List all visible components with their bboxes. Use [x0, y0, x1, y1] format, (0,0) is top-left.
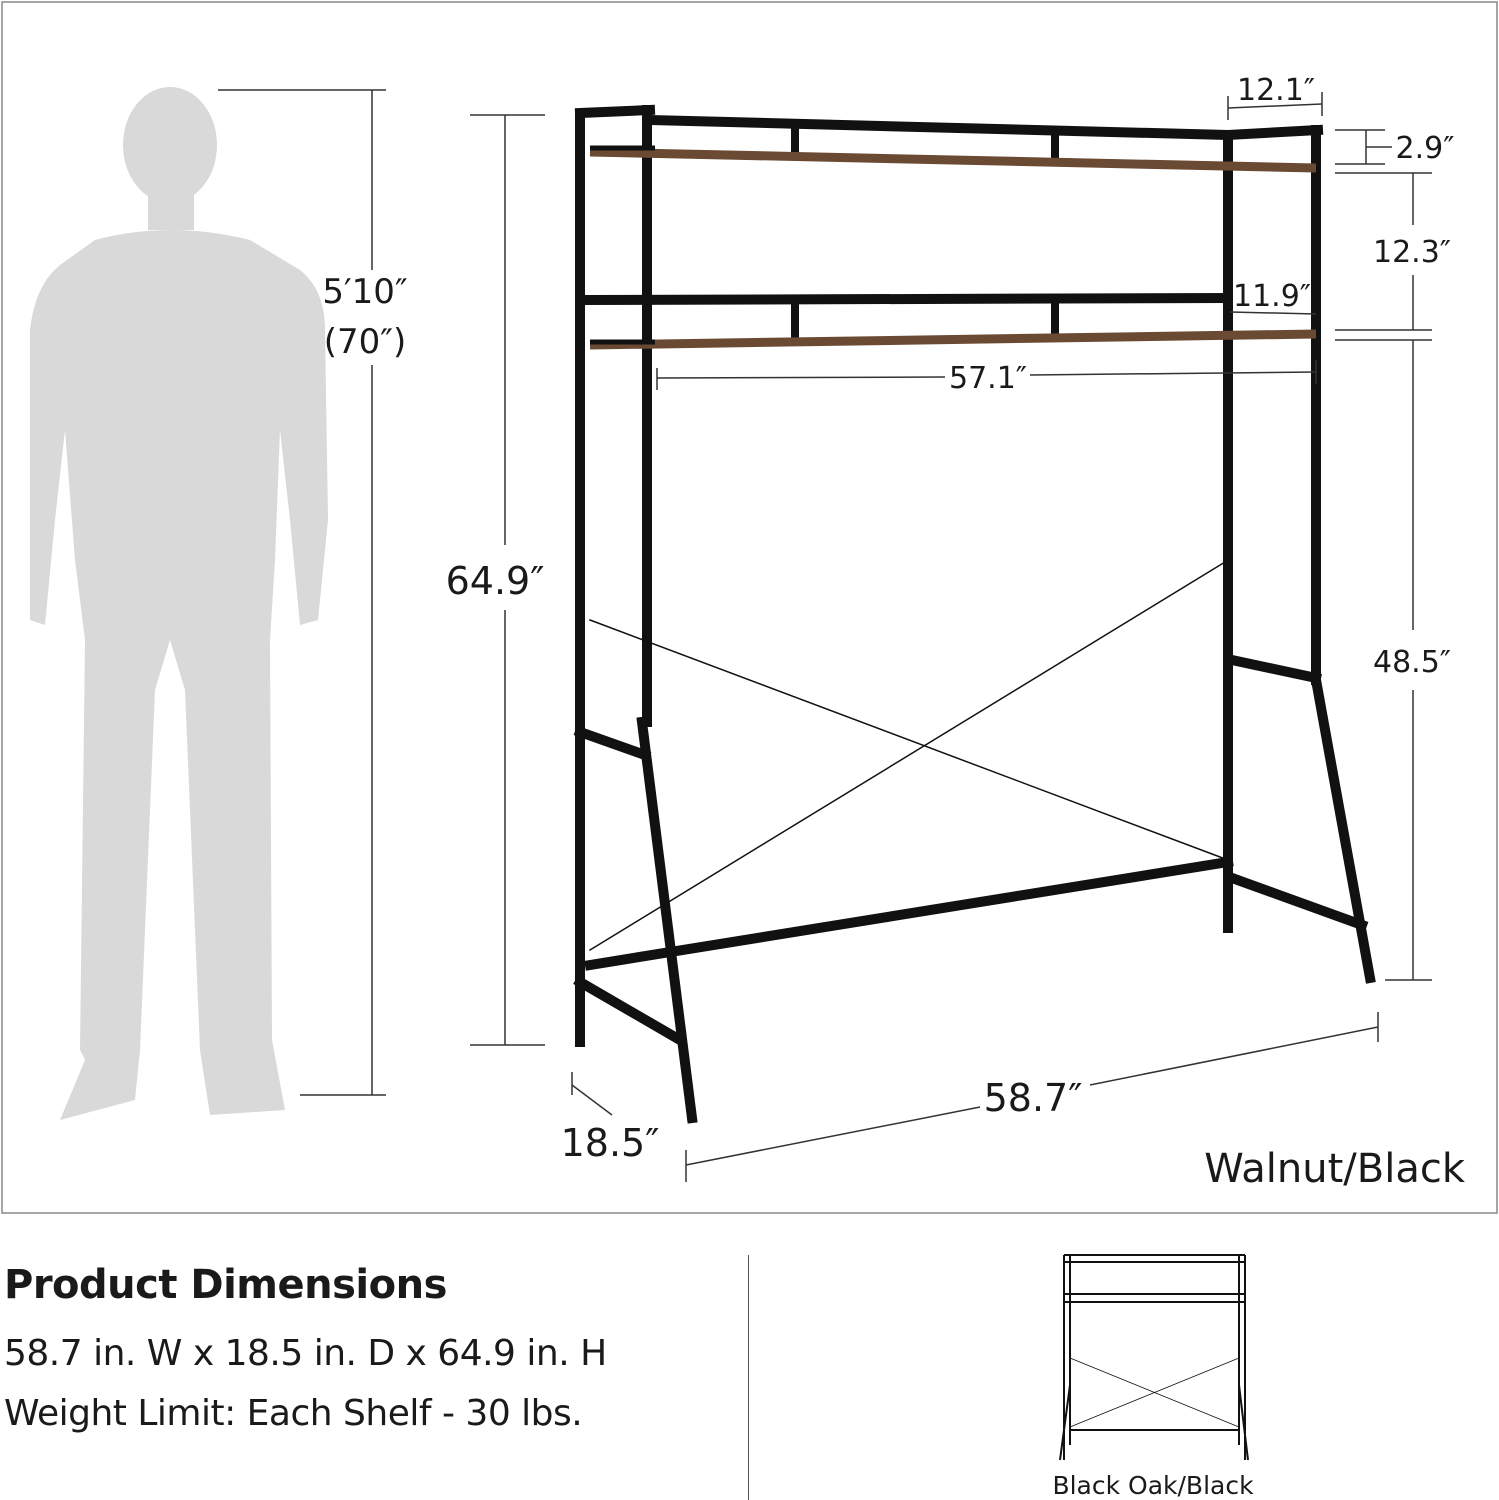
section-divider: [748, 1255, 749, 1500]
product-dimensions-title: Product Dimensions: [4, 1262, 447, 1308]
alt-finish-thumbnail: [1059, 1254, 1249, 1461]
weight-spec: Weight Limit: Each Shelf - 30 lbs.: [4, 1393, 583, 1434]
top-depth-label: 12.1″: [1237, 73, 1315, 108]
top-gap-label: 2.9″: [1396, 131, 1455, 166]
size-spec: 58.7 in. W x 18.5 in. D x 64.9 in. H: [4, 1333, 607, 1374]
diagram-frame: [1, 1, 1498, 1214]
shelf-frame: [573, 104, 1376, 1124]
person-height-feet: 5′10″: [322, 272, 407, 312]
depth-label: 18.5″: [561, 1121, 660, 1165]
width-label: 58.7″: [984, 1076, 1083, 1120]
person-silhouette: [30, 87, 328, 1120]
wood-shelves: [589, 147, 1317, 350]
finish-main-label: Walnut/Black: [1204, 1146, 1466, 1192]
clearance-label: 48.5″: [1373, 645, 1451, 680]
shelf-depth-label: 11.9″: [1233, 279, 1311, 314]
total-height-label: 64.9″: [446, 559, 545, 603]
person-height-inches: (70″): [324, 322, 407, 362]
shelf-gap-label: 12.3″: [1373, 235, 1451, 270]
dimension-lines: [218, 89, 1432, 1182]
finish-alt-label: Black Oak/Black: [1052, 1471, 1254, 1500]
inner-width-label: 57.1″: [949, 361, 1027, 396]
